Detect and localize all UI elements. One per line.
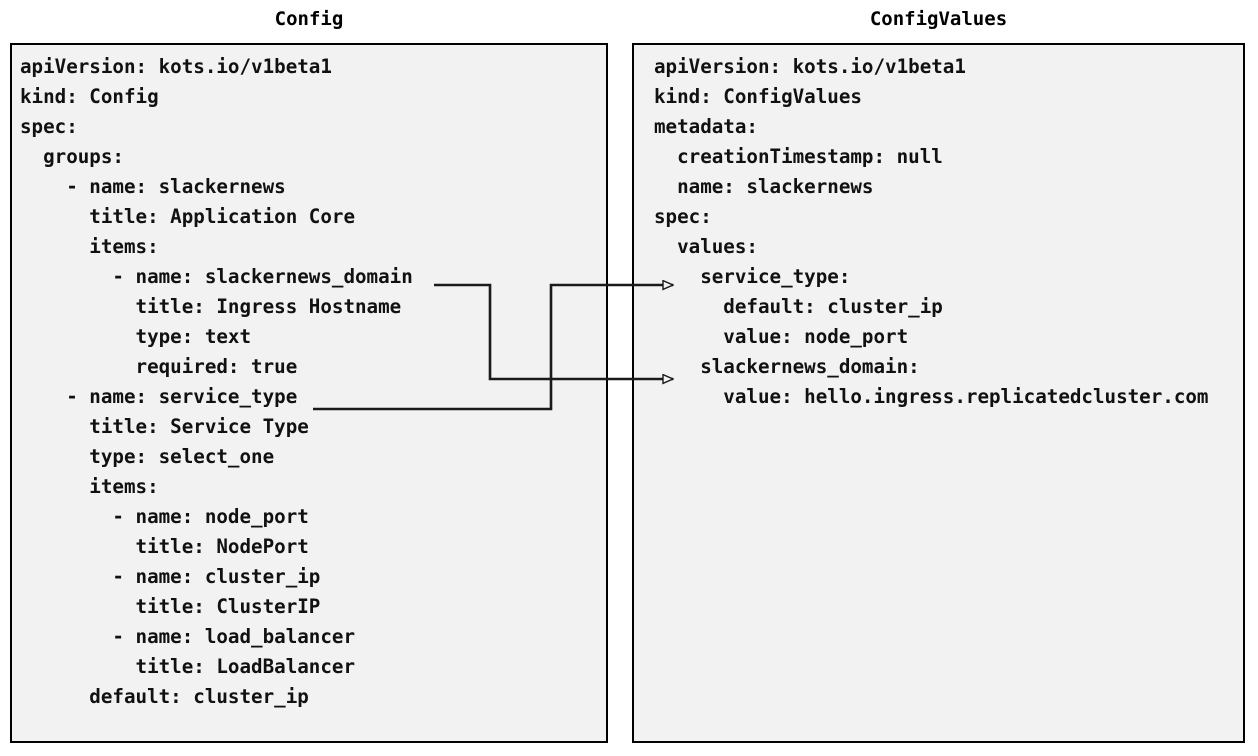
panel-title-config: Config (274, 8, 344, 30)
panel-config: apiVersion: kots.io/v1beta1 kind: Config… (10, 43, 608, 743)
panel-configvalues: apiVersion: kots.io/v1beta1 kind: Config… (632, 43, 1245, 743)
configvalues-yaml-code: apiVersion: kots.io/v1beta1 kind: Config… (654, 55, 1209, 408)
panel-title-configvalues: ConfigValues (869, 8, 1008, 30)
config-yaml-code: apiVersion: kots.io/v1beta1 kind: Config… (20, 55, 413, 708)
